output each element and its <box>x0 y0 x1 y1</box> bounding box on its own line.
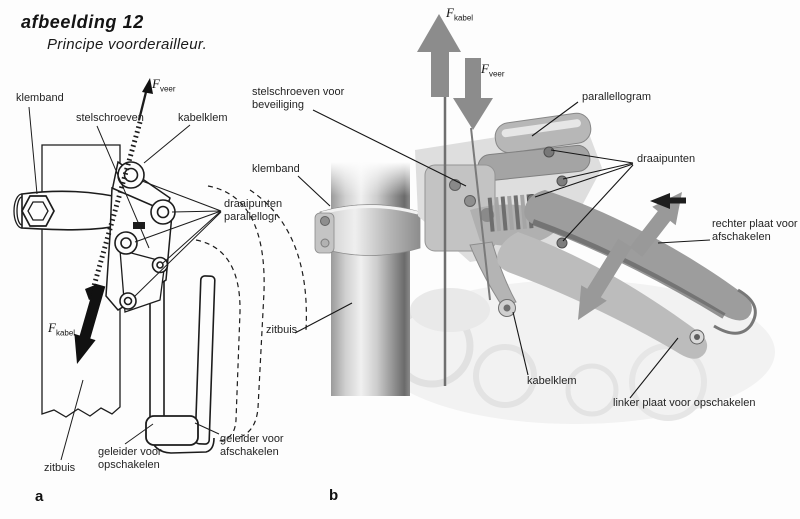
label-line: stelschroeven voor <box>252 86 345 98</box>
leader-lines-b <box>294 101 711 399</box>
force-symbol: F <box>152 76 160 91</box>
cage-plates-b <box>497 190 757 359</box>
seat-tube-b <box>331 162 410 396</box>
label-stelschroeven-b: stelschroeven voor beveiliging <box>252 86 344 112</box>
force-subscript: veer <box>159 84 176 94</box>
clamp-arm-a <box>13 190 129 231</box>
cables-b <box>443 96 491 386</box>
label-line: beveiliging <box>252 99 304 111</box>
label-kabelklem-a: kabelklem <box>178 112 228 124</box>
label-zitbuis-a: zitbuis <box>44 462 76 474</box>
label-force-kabel-b: Fkabel <box>446 5 473 23</box>
label-geleider-afschakelen: geleider voor afschakelen <box>220 433 284 459</box>
force-kabel-arrow-a <box>74 283 106 364</box>
label-rechter-plaat: rechter plaat voor afschakelen <box>712 218 798 244</box>
panel-letter-a: a <box>35 488 44 505</box>
label-kabelklem-b: kabelklem <box>527 375 577 387</box>
label-line: geleider voor <box>98 446 162 458</box>
small-left-arrow <box>650 193 686 209</box>
label-line: draaipunten <box>224 198 283 210</box>
label-klemband-b: klemband <box>252 163 300 175</box>
label-parallellogram: parallellogram <box>582 91 652 103</box>
label-linker-plaat: linker plaat voor opschakelen <box>613 397 756 409</box>
force-veer-arrow-a <box>137 78 153 121</box>
cage-plates-a <box>145 265 216 454</box>
label-force-veer-b: Fveer <box>481 61 505 79</box>
panel-b-drawing <box>294 14 775 424</box>
label-zitbuis-b: zitbuis <box>266 324 298 336</box>
label-draaipunten-b: draaipunten <box>637 153 696 165</box>
force-symbol: F <box>481 61 489 76</box>
label-line: rechter plaat voor <box>712 218 798 230</box>
force-symbol: F <box>48 320 56 335</box>
label-force-kabel-a: Fkabel <box>48 320 75 338</box>
force-kabel-arrow-b <box>417 14 461 97</box>
force-symbol: F <box>446 5 454 20</box>
label-line: afschakelen <box>220 446 279 458</box>
figure-title: afbeelding 12 <box>21 12 144 32</box>
label-line: geleider voor <box>220 433 284 445</box>
force-subscript: kabel <box>453 13 474 23</box>
label-geleider-opschakelen: geleider voor opschakelen <box>98 446 162 472</box>
panel-letter-b: b <box>329 487 339 504</box>
leader-lines-a <box>28 106 222 461</box>
force-subscript: veer <box>488 69 505 79</box>
label-force-veer-a: Fveer <box>152 76 176 94</box>
force-subscript: kabel <box>55 328 76 338</box>
panel-a-drawing <box>13 78 307 461</box>
chainring-dashed-outline <box>195 185 307 442</box>
figure-subtitle: Principe voorderailleur. <box>47 36 208 53</box>
force-veer-arrow-b <box>453 58 493 130</box>
downshift-motion-arrow <box>578 238 632 320</box>
pivot-points-a <box>114 161 176 310</box>
label-line: afschakelen <box>712 231 771 243</box>
label-draaipunten-a: draaipunten parallellogr <box>224 198 282 224</box>
label-stelschroeven-a: stelschroeven <box>76 112 144 124</box>
clamp-band-b <box>314 204 421 256</box>
label-line: parallellogr <box>224 211 278 223</box>
label-klemband-a: klemband <box>16 92 64 104</box>
label-line: opschakelen <box>98 459 160 471</box>
